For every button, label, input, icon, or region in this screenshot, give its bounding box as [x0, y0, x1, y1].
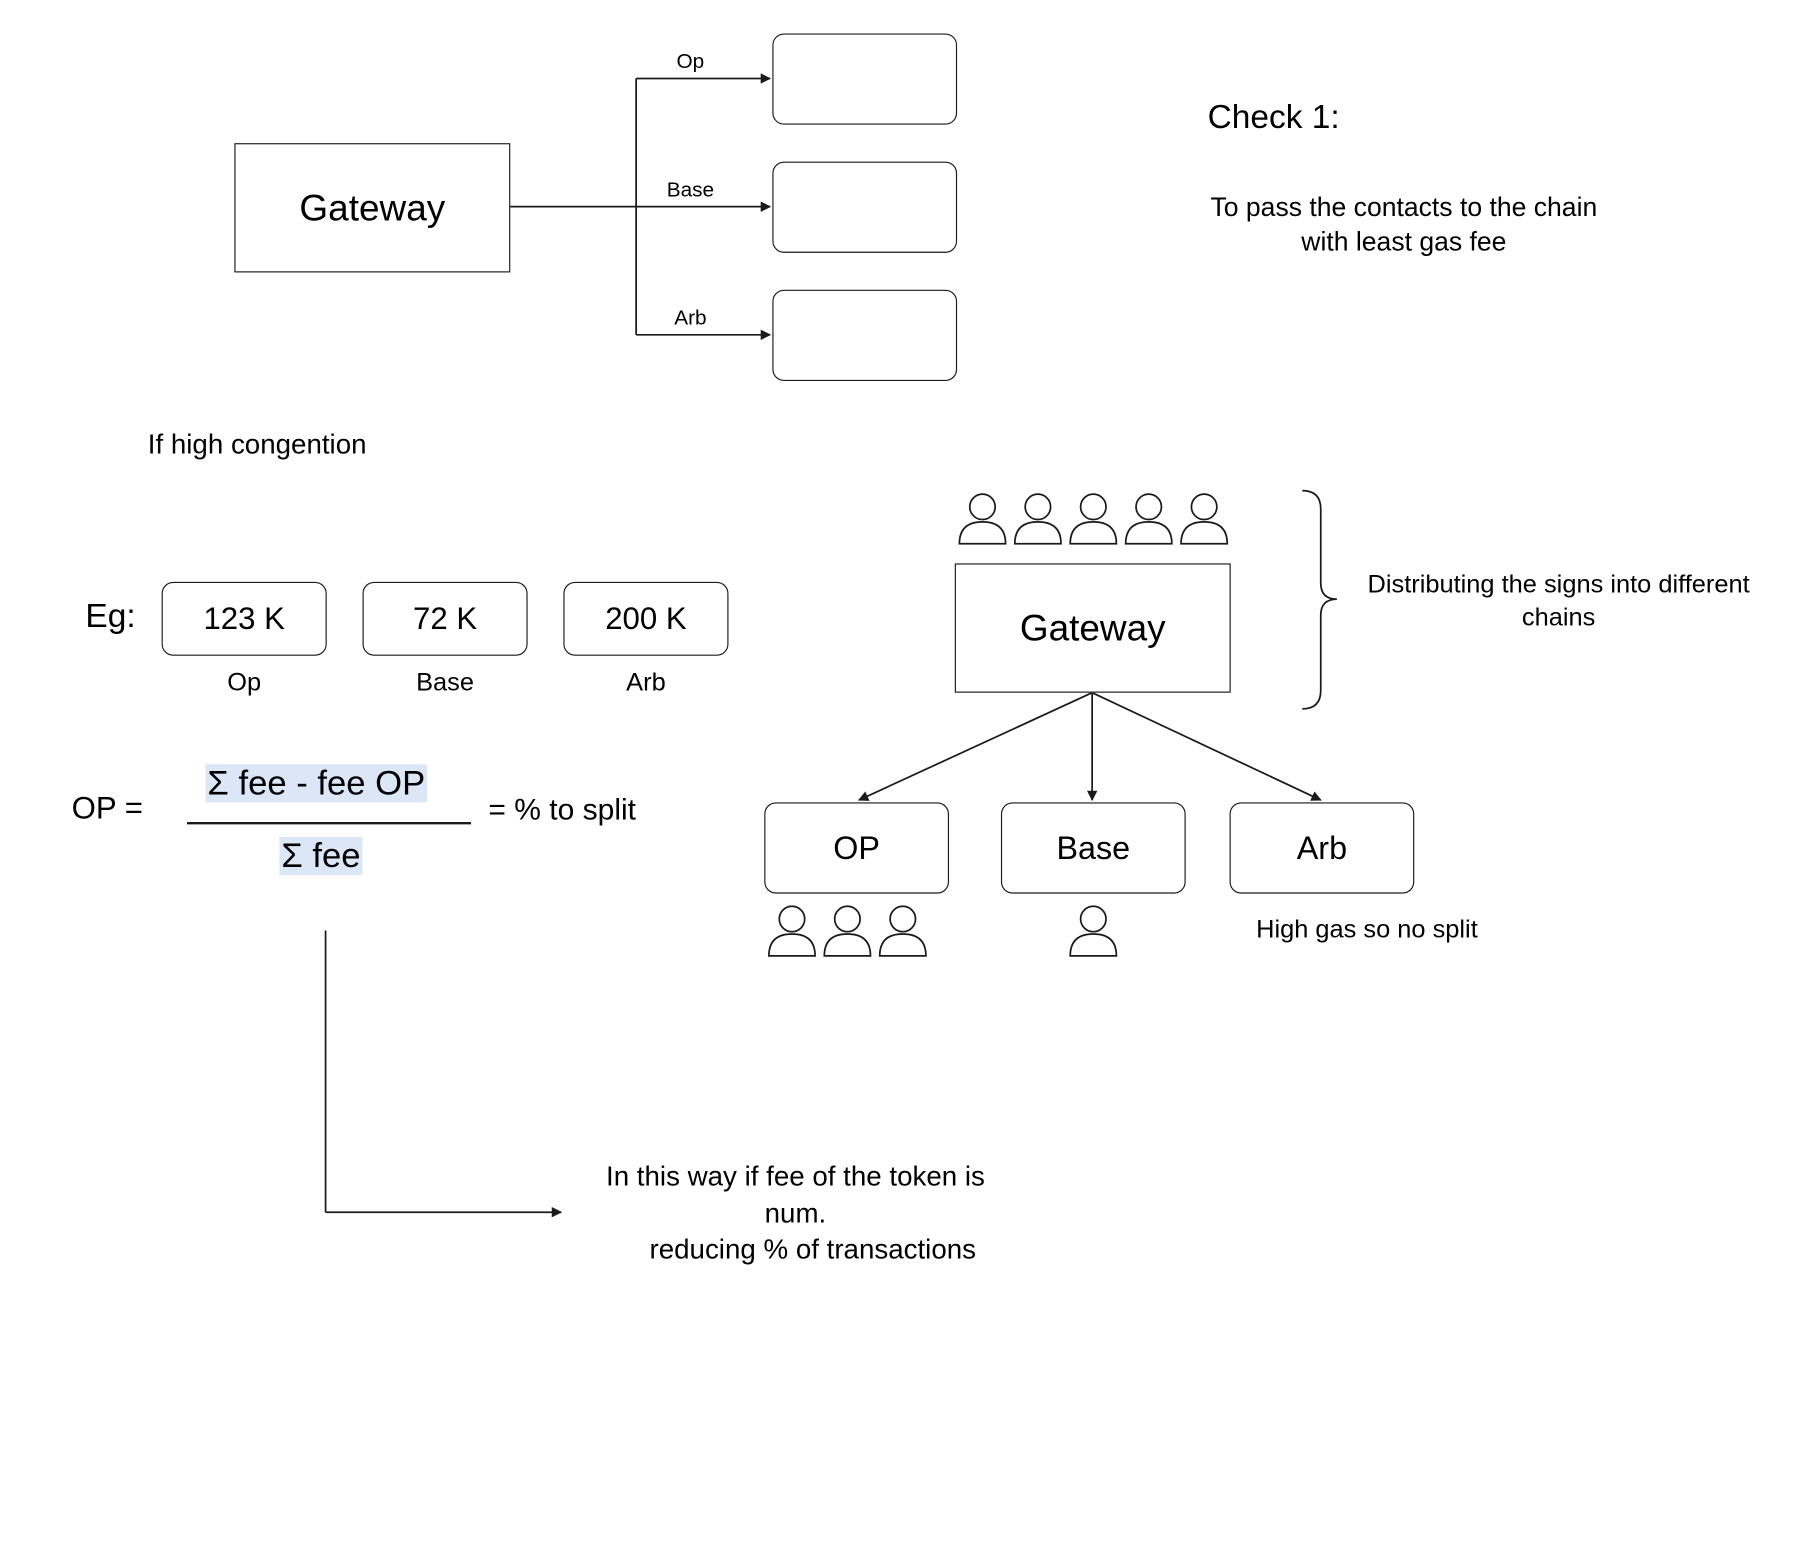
distribution-gateway-label: Gateway	[1019, 606, 1166, 649]
fee-chain-base: Base	[416, 667, 475, 697]
congestion-note: If high congention	[147, 429, 367, 461]
top-flow-connectors	[509, 73, 772, 341]
fee-box-op: 123 K	[161, 581, 327, 656]
target-box-arb	[772, 289, 958, 381]
user-icon	[1069, 905, 1118, 957]
check-line-1: To pass the contacts to the chain	[1210, 191, 1598, 222]
top-gateway-box: Gateway	[234, 143, 511, 273]
formula-denominator-wrap: Σ fee	[187, 836, 455, 878]
formula-rhs: = % to split	[488, 791, 637, 827]
fee-box-arb: 200 K	[563, 581, 729, 656]
branch-label-op: Op	[676, 49, 705, 73]
conclusion-line-1: In this way if fee of the token is	[606, 1161, 985, 1193]
chain-box-arb: Arb	[1229, 802, 1415, 894]
chain-box-base: Base	[1000, 802, 1186, 894]
formula-denominator: Σ fee	[279, 837, 363, 876]
user-icon	[1180, 493, 1229, 545]
conclusion-line-2: num.	[764, 1198, 827, 1230]
user-icon	[823, 905, 872, 957]
branch-label-arb: Arb	[674, 305, 707, 330]
chain-label-base: Base	[1056, 829, 1131, 866]
fee-value-arb: 200 K	[605, 600, 687, 636]
conclusion-arrow	[324, 930, 563, 1218]
chain-label-op: OP	[833, 829, 880, 866]
distribution-gateway-box: Gateway	[954, 563, 1231, 693]
fee-chain-op: Op	[227, 667, 262, 697]
formula-lhs: OP =	[71, 790, 143, 826]
target-box-op	[772, 33, 958, 125]
brace-note-line-2: chains	[1521, 602, 1596, 632]
user-icon	[1069, 493, 1118, 545]
arrow-to-op-chain	[858, 691, 1093, 801]
conclusion-line-3: reducing % of transactions	[649, 1234, 977, 1266]
arrow-to-arb-chain	[1091, 691, 1322, 801]
user-icon	[768, 905, 816, 957]
fee-value-op: 123 K	[203, 600, 285, 636]
example-prefix: Eg:	[85, 598, 136, 635]
curly-brace	[1302, 489, 1337, 710]
top-gateway-label: Gateway	[299, 186, 446, 229]
formula-numerator: Σ fee - fee OP	[205, 764, 428, 803]
connector-layer	[187, 73, 1337, 1218]
user-icon	[958, 493, 1007, 545]
user-icon	[1124, 493, 1173, 545]
fee-chain-arb: Arb	[626, 667, 666, 697]
chain-box-op: OP	[764, 802, 949, 894]
check-line-2: with least gas fee	[1301, 226, 1507, 257]
target-box-base	[772, 161, 958, 253]
arb-note: High gas so no split	[1256, 914, 1478, 944]
user-icon	[878, 905, 927, 957]
fee-box-base: 72 K	[362, 581, 528, 656]
chain-label-arb: Arb	[1296, 829, 1348, 866]
distribution-connectors	[858, 691, 1322, 802]
fee-value-base: 72 K	[412, 600, 478, 636]
branch-label-base: Base	[666, 177, 715, 201]
diagram-canvas: Gateway Op Base Arb Check 1: To pass the…	[71, 33, 1750, 1266]
user-icon	[1013, 493, 1062, 545]
check-title: Check 1:	[1207, 99, 1340, 137]
formula-numerator-wrap: Σ fee - fee OP	[187, 763, 446, 805]
brace-note-line-1: Distributing the signs into different	[1367, 569, 1750, 599]
